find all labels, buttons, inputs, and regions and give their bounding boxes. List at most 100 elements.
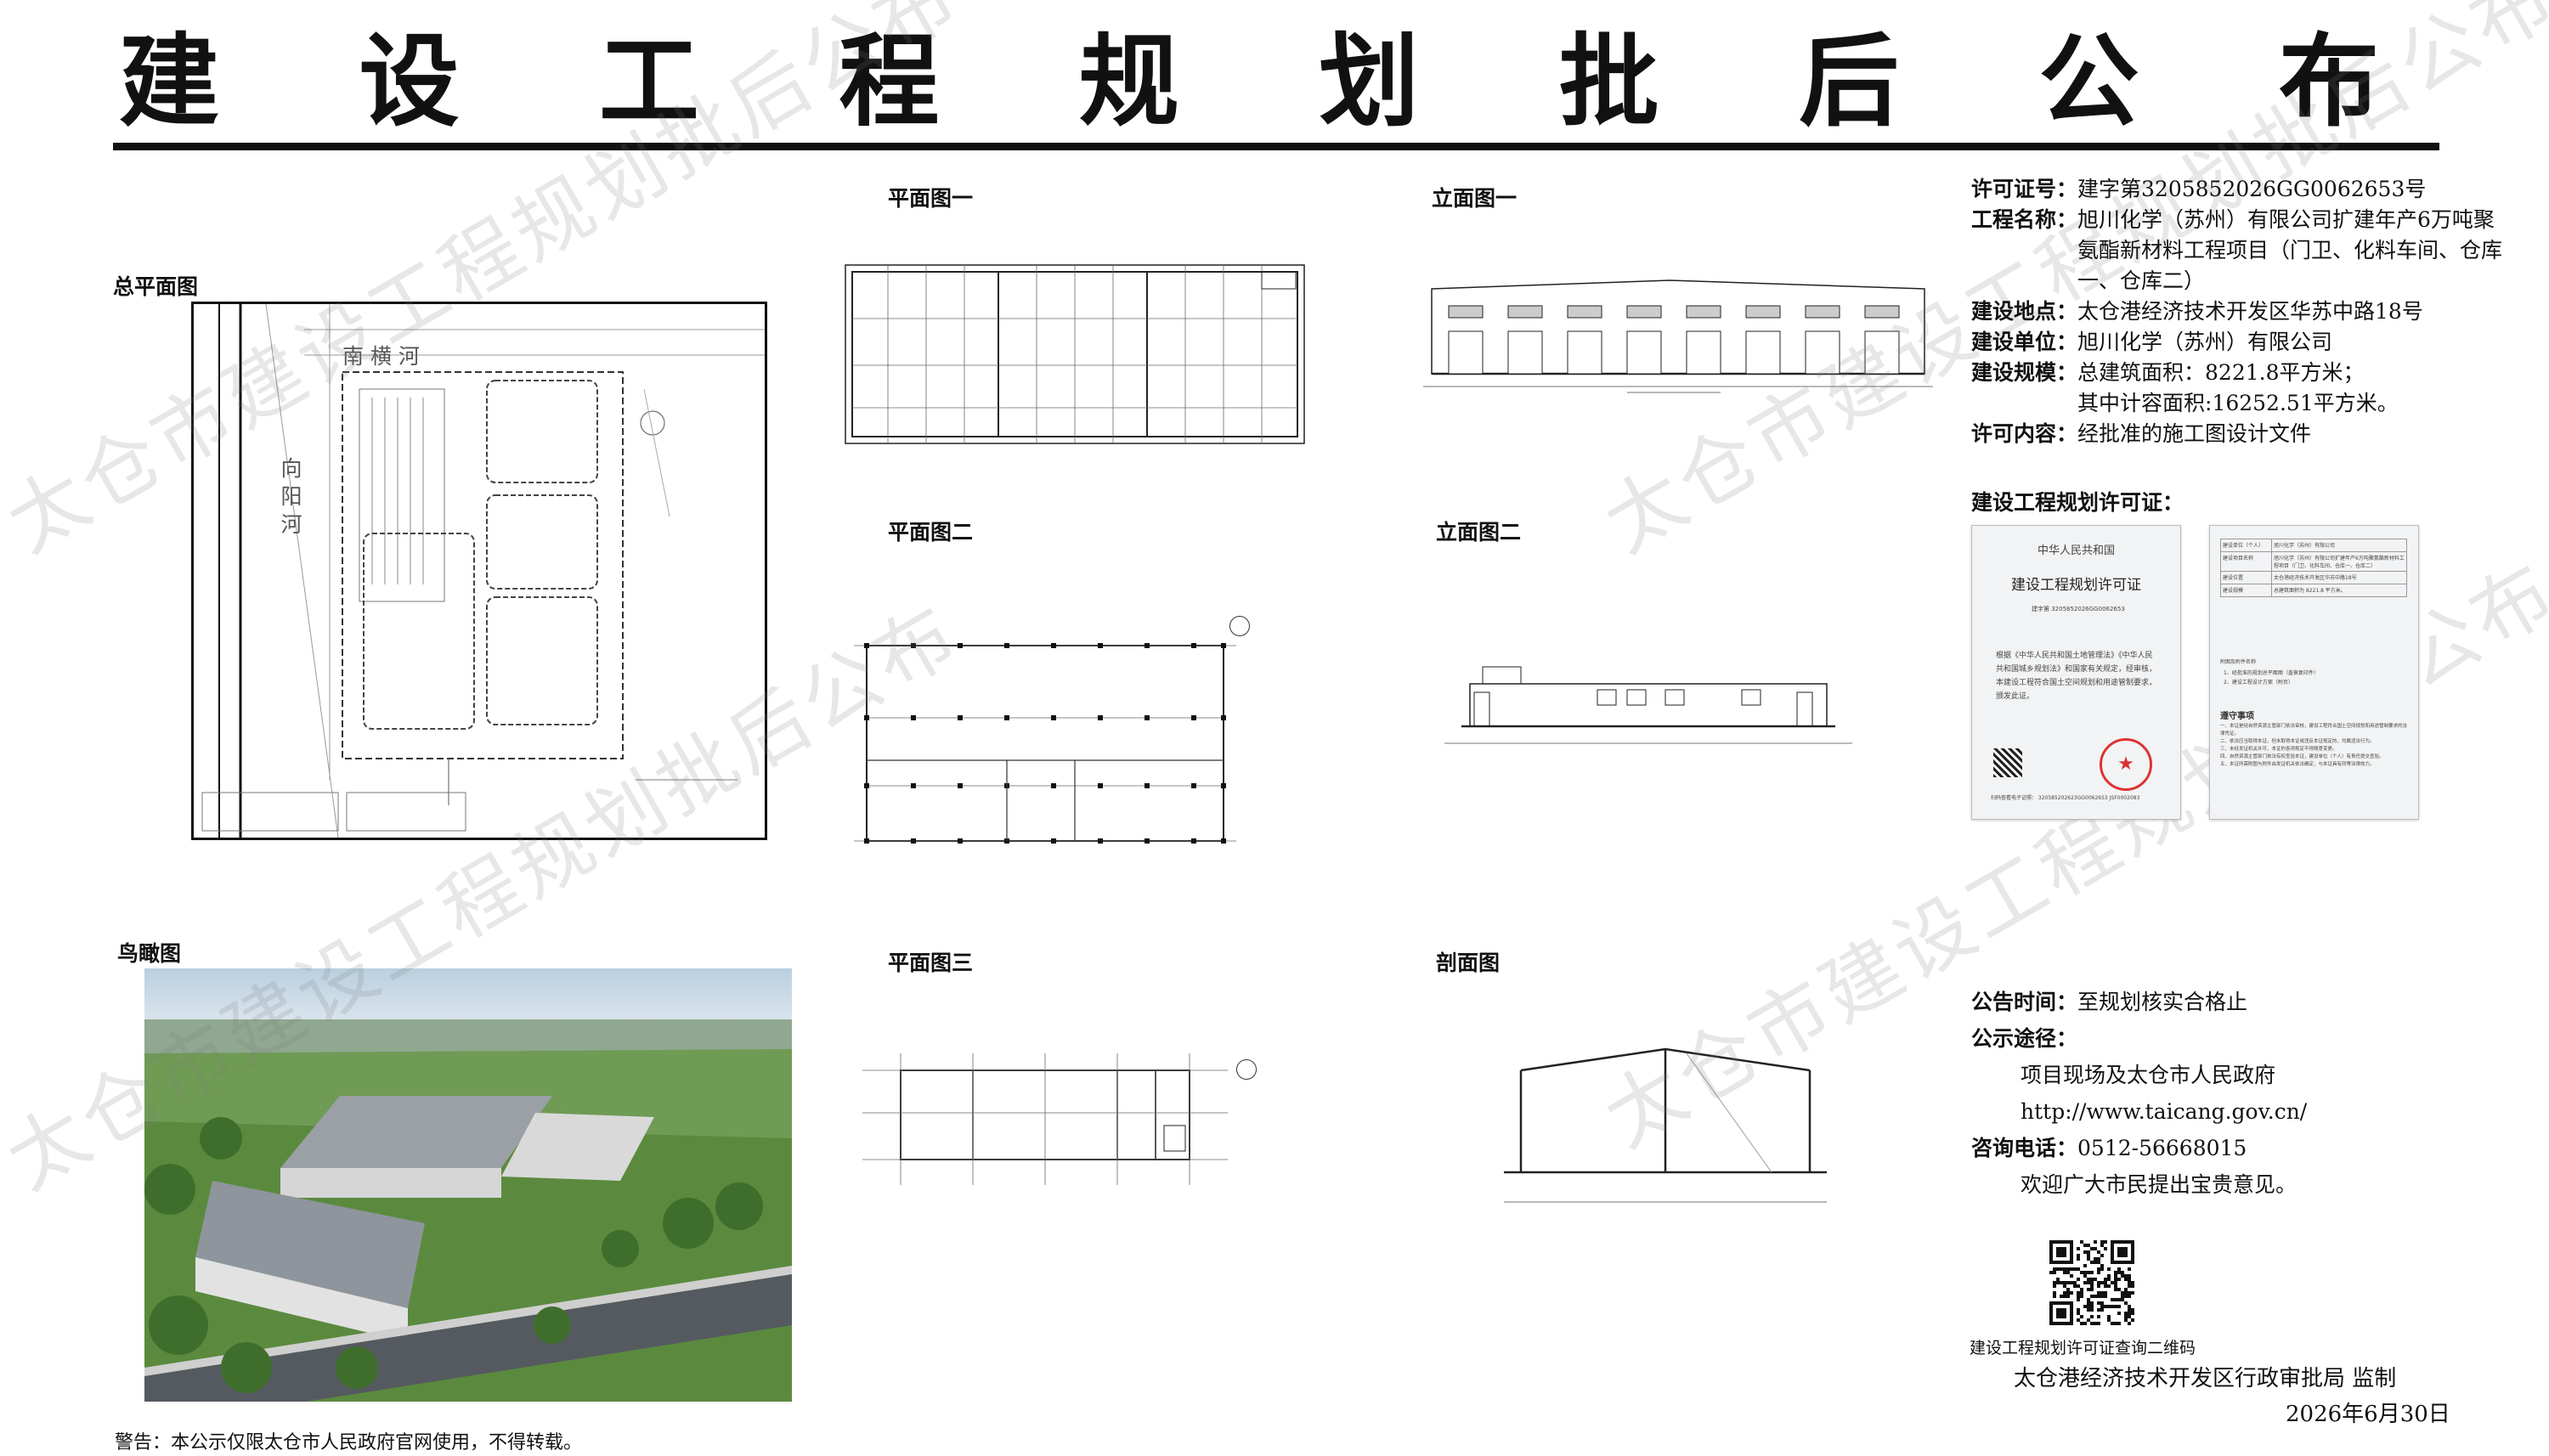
announce-channel-row: 公示途径： [1971, 1020, 2307, 1057]
cert-table-row: 建设规模总建筑面积为 8221.8 平方米。 [2220, 584, 2407, 597]
structural-column [864, 715, 869, 720]
location-value: 太仓港经济技术开发区华苏中路18号 [2077, 299, 2423, 324]
qr-module [2066, 1281, 2070, 1284]
elevation-door [1864, 330, 1900, 375]
announce-time-key: 公告时间： [1971, 990, 2078, 1014]
qr-module [2117, 1278, 2121, 1281]
aerial-image [144, 968, 792, 1402]
structural-column [1221, 643, 1226, 648]
qr-caption: 建设工程规划许可证查询二维码 [1970, 1339, 2196, 1357]
qr-module [2080, 1315, 2083, 1318]
qr-module [2077, 1291, 2080, 1295]
elevation-window [1448, 305, 1484, 319]
qr-module [2090, 1322, 2094, 1325]
qr-module [2114, 1305, 2117, 1308]
plan1-svg [845, 264, 1305, 444]
location-key: 建设地点： [1971, 299, 2078, 324]
elevation-door [1745, 330, 1781, 375]
qr-module [2053, 1295, 2056, 1298]
qr-module [2124, 1291, 2128, 1295]
qr-module [2100, 1305, 2104, 1308]
elev2-svg [1444, 666, 1852, 744]
qr-module [2083, 1281, 2087, 1284]
qr-module [2128, 1281, 2131, 1284]
qr-module [2056, 1247, 2066, 1257]
structural-column [911, 838, 916, 844]
qr-module [2087, 1281, 2090, 1284]
structural-column [1145, 783, 1150, 788]
cert-number: 建字第 3205852026GG0062653 [2032, 606, 2125, 612]
authority-text: 太仓港经济技术开发区行政审批局 监制 [2014, 1366, 2397, 1391]
cert-table-row: 建设单位（个人）旭川化学（苏州）有限公司 [2220, 539, 2407, 552]
qr-module [2087, 1305, 2090, 1308]
permit-number-key: 许可证号： [1971, 177, 2078, 201]
structural-column [1191, 715, 1196, 720]
qr-module [2124, 1315, 2128, 1318]
structural-column [1191, 783, 1196, 788]
title-char: 批 [1558, 21, 1659, 140]
cert-table-value: 总建筑面积为 8221.8 平方米。 [2274, 588, 2346, 594]
qr-module [2114, 1278, 2117, 1281]
qr-module [2060, 1295, 2063, 1298]
structural-column [911, 643, 916, 648]
permit-certificate-back: 建设单位（个人）旭川化学（苏州）有限公司建设项目名称旭川化学（苏州）有限公司扩建… [2209, 525, 2419, 820]
cert-attach-1: 1、经批准的规划总平面图（盖章复印件） [2224, 670, 2319, 676]
structural-column [911, 715, 916, 720]
site-plan-drawing: 南 横 河 向 阳 河 [191, 302, 767, 840]
qr-module [2128, 1284, 2131, 1288]
qr-module [2083, 1305, 2087, 1308]
site-plan-label: 总平面图 [113, 274, 199, 299]
structural-column [1145, 838, 1150, 844]
plan2-svg [854, 643, 1236, 844]
qr-module [2090, 1315, 2094, 1318]
title-char: 公 [2038, 21, 2139, 140]
qr-module [2128, 1295, 2131, 1298]
qr-module [2077, 1318, 2080, 1322]
structural-column [1221, 838, 1226, 844]
qr-module [2117, 1267, 2121, 1271]
qr-module [2128, 1291, 2131, 1295]
qr-module [2073, 1267, 2077, 1271]
permit-info: 许可证号：建字第3205852026GG0062653号 工程名称：旭川化学（苏… [1971, 174, 2515, 449]
qr-module [2090, 1278, 2094, 1281]
qr-module [2128, 1305, 2131, 1308]
qr-module [2097, 1291, 2100, 1295]
qr-module [2131, 1312, 2134, 1315]
qr-module [2060, 1281, 2063, 1284]
qr-module [2100, 1254, 2104, 1257]
qr-module [2090, 1247, 2094, 1250]
qr-module [2100, 1240, 2104, 1244]
structural-column [958, 783, 963, 788]
qr-module [2097, 1271, 2100, 1274]
qr-module [2077, 1247, 2080, 1250]
qr-module [2117, 1298, 2121, 1301]
qr-module [2128, 1315, 2131, 1318]
permit-number-row: 许可证号：建字第3205852026GG0062653号 [1971, 174, 2515, 205]
project-name-key: 工程名称： [1971, 207, 2078, 232]
qr-module [2124, 1318, 2128, 1322]
project-name-value: 旭川化学（苏州）有限公司扩建年产6万吨聚氨酯新材料工程项目（门卫、化料车间、仓库… [2077, 207, 2503, 293]
north-river-label: 南 横 河 [342, 344, 420, 369]
qr-module [2087, 1308, 2090, 1312]
aerial-svg [144, 968, 792, 1402]
qr-code-icon[interactable] [2049, 1240, 2134, 1325]
structural-column [1145, 643, 1150, 648]
structural-column [864, 783, 869, 788]
qr-module [2077, 1284, 2080, 1288]
qr-module [2131, 1281, 2134, 1284]
qr-module [2124, 1274, 2128, 1278]
content-key: 许可内容： [1971, 421, 2078, 446]
title-char: 布 [2278, 21, 2379, 140]
cert-heading: 建设工程规划许可证： [1971, 490, 2184, 515]
qr-module [2100, 1267, 2104, 1271]
cert-name: 建设工程规划许可证 [2011, 577, 2141, 594]
qr-module [2100, 1308, 2104, 1312]
qr-module [2083, 1271, 2087, 1274]
cert-table: 建设单位（个人）旭川化学（苏州）有限公司建设项目名称旭川化学（苏州）有限公司扩建… [2220, 539, 2407, 597]
title-char: 设 [359, 21, 460, 140]
elevation-window [1626, 305, 1662, 319]
qr-module [2087, 1298, 2090, 1301]
qr-module [2111, 1298, 2114, 1301]
qr-module [2097, 1295, 2100, 1298]
qr-module [2100, 1264, 2104, 1267]
